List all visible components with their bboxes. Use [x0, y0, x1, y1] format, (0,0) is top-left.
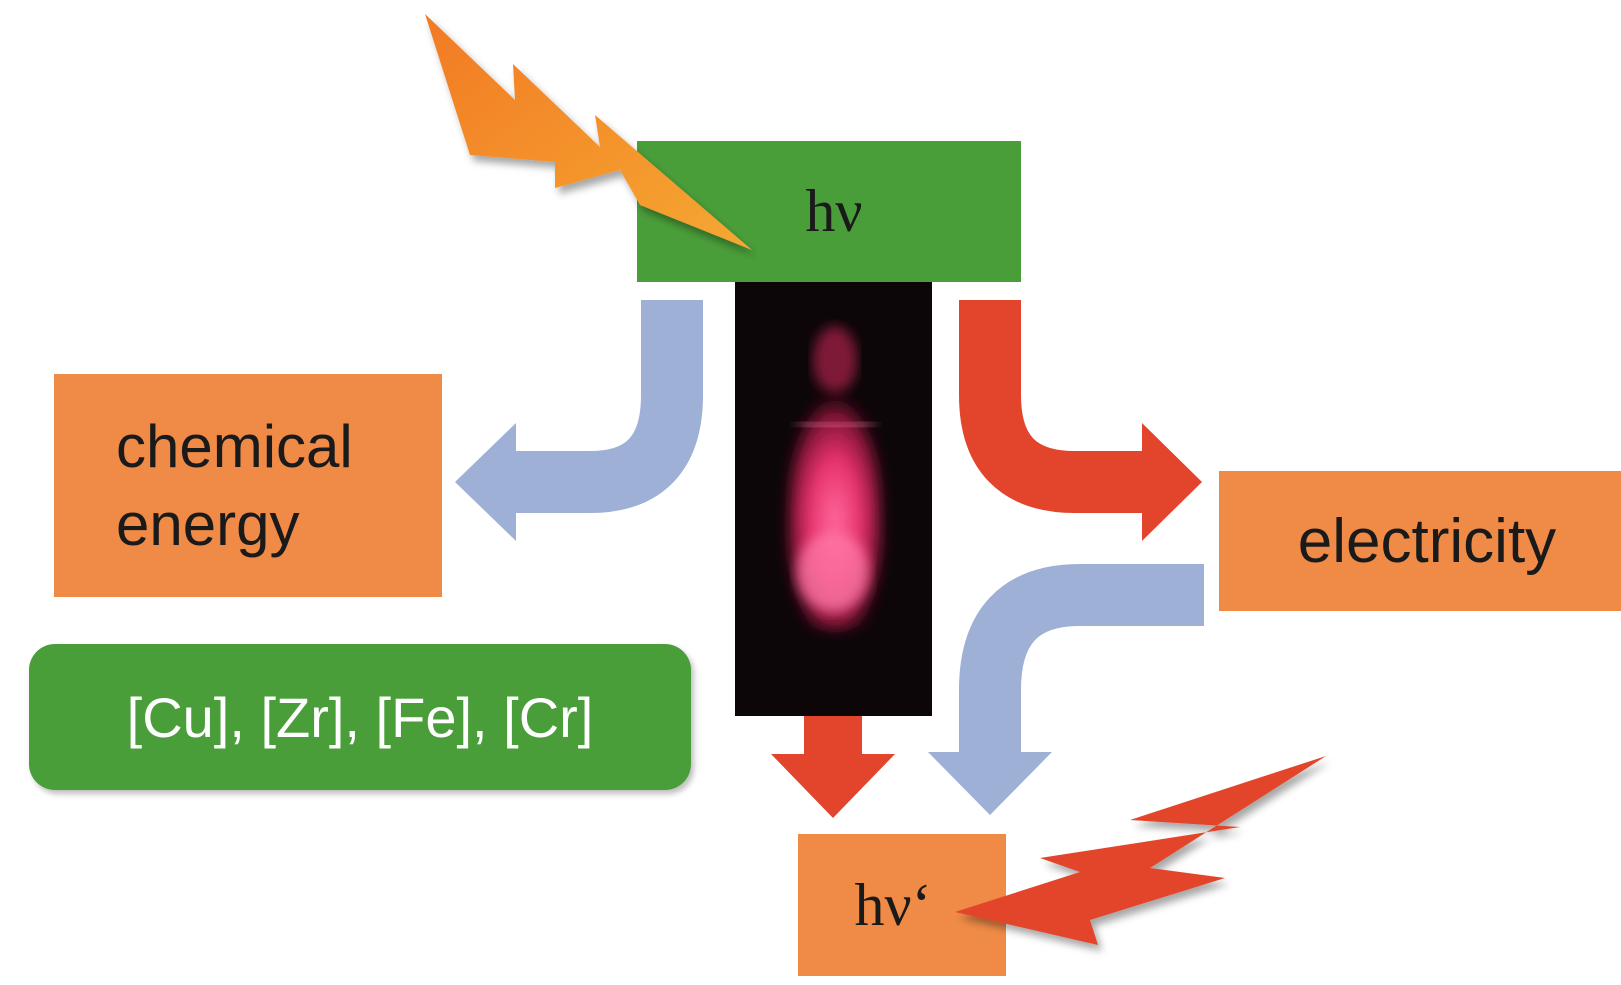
electricity-box: electricity: [1219, 471, 1621, 611]
luminescent-vial-photo: [735, 282, 932, 716]
arrow-to-electricity: [959, 300, 1202, 541]
metals-box: [Cu], [Zr], [Fe], [Cr]: [29, 644, 691, 790]
excitation-label: hν: [805, 178, 863, 244]
arrow-electricity-to-emission: [928, 564, 1204, 815]
excitation-light-box: hν: [637, 141, 1021, 282]
emission-label: hν‘: [854, 871, 932, 938]
arrow-to-chemical-energy: [455, 300, 703, 541]
arrow-vial-to-emission: [771, 712, 895, 818]
metals-label: [Cu], [Zr], [Fe], [Cr]: [126, 685, 594, 749]
chemical-energy-box: chemical energy: [54, 374, 442, 597]
chemical-energy-label: chemical energy: [116, 412, 353, 558]
electricity-label: electricity: [1297, 506, 1557, 576]
emission-light-box: hν‘: [798, 834, 1006, 976]
